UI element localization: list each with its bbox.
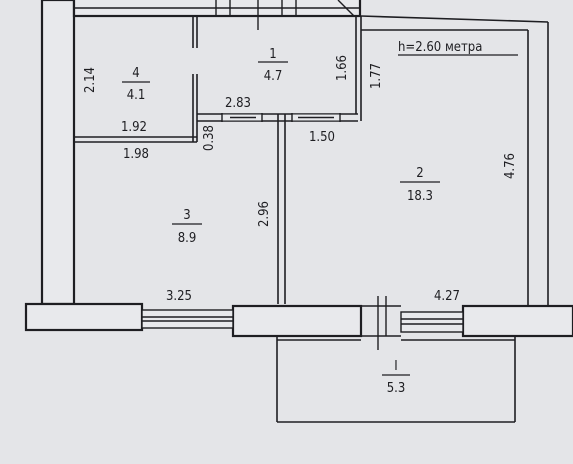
dim-room2-width: 4.27	[434, 289, 460, 304]
partitions	[74, 15, 549, 306]
room-4-area: 4.1	[127, 88, 146, 103]
room-1-area: 4.7	[264, 69, 283, 84]
ceiling-height-note: h=2.60 метра	[398, 40, 482, 55]
windows	[141, 296, 464, 350]
room-3-area: 8.9	[178, 231, 197, 246]
room-2-area: 18.3	[407, 189, 433, 204]
dim-room4-height: 2.14	[83, 67, 98, 93]
room-4-number: 4	[132, 66, 139, 81]
dim-corridor-width: 2.83	[225, 96, 251, 111]
bottom-wall-middle	[231, 304, 363, 338]
room-1-number: 1	[269, 47, 276, 62]
balcony-area: 5.3	[387, 381, 406, 396]
dim-room3-top: 1.98	[123, 147, 149, 162]
dim-room2-height: 4.76	[503, 153, 518, 179]
wall-details	[74, 0, 360, 30]
dim-room2-top: 1.77	[369, 63, 384, 89]
dim-room3-height: 2.96	[257, 201, 272, 227]
dim-corridor-right: 1.50	[309, 130, 335, 145]
bottom-wall-left	[24, 302, 144, 332]
room-2-number: 2	[416, 166, 423, 181]
walls	[24, 0, 573, 338]
dim-room4-width: 1.92	[121, 120, 147, 135]
room-3-number: 3	[183, 208, 190, 223]
bottom-wall-right	[461, 304, 573, 338]
window-room-3	[141, 309, 234, 329]
dim-room3-width: 3.25	[166, 289, 192, 304]
left-exterior-wall	[40, 0, 76, 306]
window-room-2	[400, 311, 464, 333]
room-fraction-lines	[122, 61, 440, 376]
door-jambs	[221, 113, 341, 122]
balcony-number: I	[394, 359, 397, 374]
balcony-outline	[276, 336, 516, 423]
dim-wall-thickness: 0.38	[202, 125, 217, 151]
dim-room1-height: 1.66	[335, 55, 350, 81]
